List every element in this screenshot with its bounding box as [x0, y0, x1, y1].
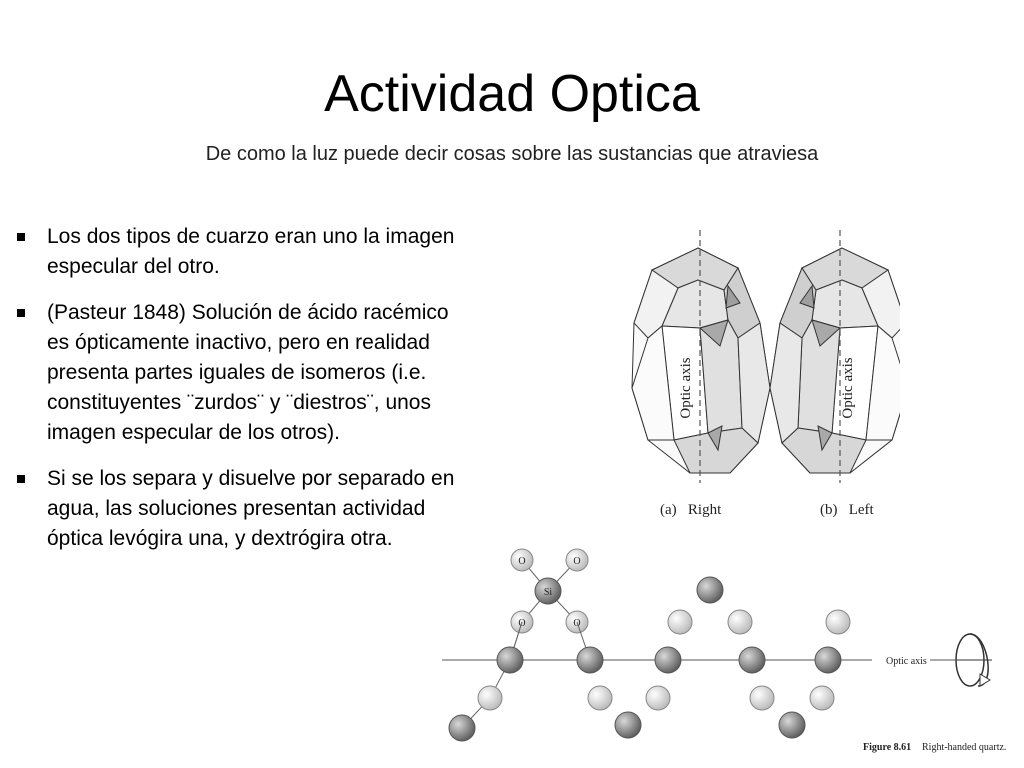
- chain-optic-axis-label: Optic axis: [886, 656, 927, 667]
- quartz-crystals-figure: Optic axis Optic axis (a) Right (b) Left: [631, 230, 900, 518]
- oxygen-atom: [749, 685, 775, 711]
- figure-number: Figure 8.61: [863, 742, 911, 753]
- left-quartz-crystal: [769, 247, 900, 474]
- bullet-text: Los dos tipos de cuarzo eran uno la imag…: [47, 225, 455, 278]
- right-crystal-caption: (a) Right: [660, 502, 722, 518]
- oxygen-atom: [667, 609, 693, 635]
- bullet-list: Los dos tipos de cuarzo eran uno la imag…: [14, 222, 464, 570]
- quartz-chain-figure: Optic axis O O Si O O: [442, 548, 1006, 753]
- oxygen-label: O: [573, 556, 580, 567]
- bullet-item: Los dos tipos de cuarzo eran uno la imag…: [14, 222, 464, 282]
- silicon-atom: [448, 714, 476, 742]
- bullet-item: Si se los separa y disuelve por separado…: [14, 464, 464, 554]
- oxygen-atom: [477, 685, 503, 711]
- right-quartz-crystal: [631, 247, 771, 474]
- bullet-item: (Pasteur 1848) Solución de ácido racémic…: [14, 298, 464, 448]
- silicon-atom: [738, 646, 766, 674]
- silicon-label: Si: [544, 587, 553, 598]
- silicon-atom: [614, 711, 642, 739]
- silicon-atom: [496, 646, 524, 674]
- square-bullet-icon: [17, 309, 25, 317]
- silicon-atom: [696, 576, 724, 604]
- slide-subtitle: De como la luz puede decir cosas sobre l…: [205, 143, 819, 165]
- oxygen-atom: [809, 685, 835, 711]
- silicon-atom: [534, 577, 562, 605]
- silicon-atom: [814, 646, 842, 674]
- chain-bonds: [461, 621, 523, 729]
- slide-title: Actividad Optica: [324, 65, 700, 123]
- oxygen-atom: [587, 685, 613, 711]
- bullet-text: Si se los separa y disuelve por separado…: [47, 467, 455, 550]
- left-crystal-caption: (b) Left: [820, 502, 875, 518]
- oxygen-label: O: [518, 556, 525, 567]
- oxygen-atom: [645, 685, 671, 711]
- silicon-atom: [654, 646, 682, 674]
- right-optic-axis-label: Optic axis: [678, 357, 694, 418]
- square-bullet-icon: [17, 475, 25, 483]
- oxygen-atom: [510, 548, 534, 572]
- bullet-text: (Pasteur 1848) Solución de ácido racémic…: [47, 301, 449, 444]
- si-tetrahedron: O O Si O O: [510, 548, 589, 634]
- right-handed-rotation-icon: [955, 633, 992, 687]
- silicon-atom: [576, 646, 604, 674]
- silicon-atom: [778, 711, 806, 739]
- oxygen-atom: [565, 548, 589, 572]
- figure-caption: Right-handed quartz.: [922, 742, 1006, 753]
- left-optic-axis-label: Optic axis: [840, 357, 856, 418]
- oxygen-atom: [727, 609, 753, 635]
- oxygen-atom: [825, 609, 851, 635]
- square-bullet-icon: [17, 233, 25, 241]
